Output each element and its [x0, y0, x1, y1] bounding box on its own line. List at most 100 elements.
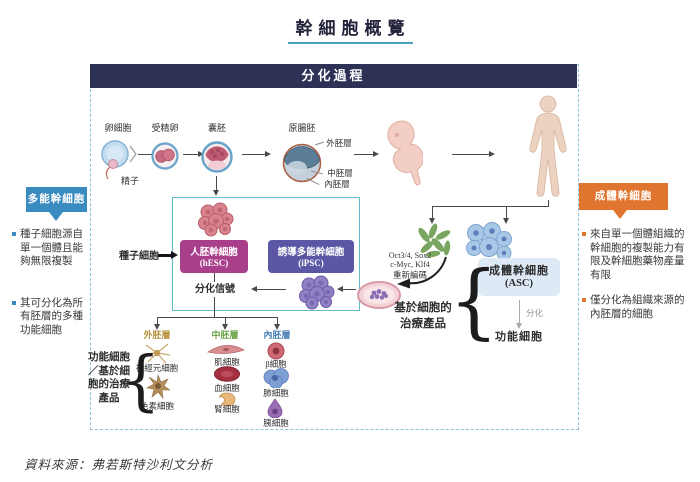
arrow-seed-cells [158, 251, 178, 258]
blastocyst-icon [201, 141, 233, 173]
arrow-blastocyst-to-hesc [213, 176, 219, 196]
pancreas-cell-icon [267, 398, 283, 418]
zygote-label: 受精卵 [151, 123, 179, 133]
neuron-cell-icon [143, 343, 171, 364]
beta-cell-label: β細胞 [265, 359, 287, 369]
gastrula-mesoderm-label: 中胚層 [327, 168, 353, 178]
pluripotent-tag-pointer [49, 212, 63, 221]
fetus-icon [387, 120, 423, 186]
adult-tag: 成體幹細胞 [579, 183, 668, 210]
gastrula-icon [282, 143, 322, 183]
asc-abbr: (ASC) [505, 278, 533, 289]
sperm-icon [105, 159, 118, 180]
blood-cell-icon [214, 366, 240, 382]
ectoderm-header: 外胚層 [143, 330, 171, 340]
mesoderm-header: 中胚層 [211, 330, 239, 340]
pancreas-cell-label: 胰細胞 [263, 418, 289, 428]
page-title-wrap: 幹細胞概覽 [0, 14, 700, 44]
arrow-to-ectoderm [154, 317, 160, 330]
muscle-cell-label: 肌細胞 [214, 357, 240, 367]
kidney-cell-label: 腎細胞 [214, 404, 240, 414]
sperm-label: 精子 [120, 176, 139, 186]
hesc-name: 人胚幹細胞 [190, 248, 238, 258]
hesc-cells-icon [198, 202, 234, 237]
merge-chevron-icon [129, 145, 137, 163]
line-hesc-to-signal [214, 273, 215, 282]
arrow-to-mesoderm [222, 317, 228, 330]
egg-icon [101, 140, 129, 168]
arrow-ipsc-cells-to-signal [251, 286, 286, 292]
pluripotent-tag: 多能幹細胞 [26, 187, 87, 212]
arrow-zygote-to-blastocyst [183, 151, 204, 157]
asc-name: 成體幹細胞 [489, 265, 549, 277]
gastrula-ectoderm-label: 外胚層 [326, 138, 352, 148]
bullet-item: 來自單一個體組織的幹細胞的複製能力有限及幹細胞藥物產量有限 [582, 228, 694, 282]
hesc-abbr: (hESC) [199, 258, 229, 268]
endoderm-header: 內胚層 [263, 330, 291, 340]
neuron-cell-label: 神經元細胞 [135, 363, 179, 373]
differentiation-signal-label: 分化信號 [195, 284, 235, 295]
blastocyst-label: 囊胚 [207, 123, 226, 133]
brace-functional-cells: { [121, 342, 161, 419]
human-icon [529, 95, 567, 197]
bullet-text: 種子細胞源自單一個體且能夠無限複製 [20, 229, 83, 267]
line-signal-down [214, 297, 215, 317]
arrow-fetus-to-human [452, 151, 495, 157]
source-note: 資料來源：弗若斯特沙利文分析 [24, 458, 214, 472]
arrow-petri-to-ipsc-cells [337, 286, 356, 292]
seed-cells-label: 種子細胞 [119, 251, 159, 262]
somatic-cells-icon [418, 223, 451, 258]
ipsc-cells-icon [299, 275, 335, 310]
line-human-branch [432, 206, 549, 207]
ipsc-box: 誘導多能幹細胞 (iPSC) [268, 240, 354, 273]
pluripotent-bullets: 種子細胞源自單一個體且能夠無限複製 其可分化為所有胚層的多種功能細胞 [12, 228, 90, 337]
differentiation-label: 分化 [526, 308, 544, 318]
therapy-products-label: 基於細胞的治療產品 [394, 302, 452, 330]
adult-tag-pointer [613, 210, 627, 219]
bullet-square-icon [582, 298, 586, 302]
arrow-to-somatic-cells [429, 206, 435, 224]
bullet-text: 其可分化為所有胚層的多種功能細胞 [20, 297, 83, 336]
reprogram-line2: c-Myc, Klf4 [390, 260, 430, 269]
arrow-to-endoderm [274, 317, 280, 330]
reprogram-factors: Oct3/4, Sox2 c-Myc, Klf4 重新編碼 [374, 251, 446, 281]
arrow-blastocyst-to-gastrula [242, 151, 271, 157]
pigment-cell-label: 色素細胞 [139, 401, 174, 411]
bullet-text: 來自單一個體組織的幹細胞的複製能力有限及幹細胞藥物產量有限 [590, 229, 685, 281]
functional-cells-label: 功能細胞 [495, 331, 543, 343]
petri-dish-icon [357, 281, 401, 309]
egg-label: 卵細胞 [104, 123, 132, 133]
bullet-square-icon [12, 232, 16, 236]
box-header: 分化過程 [90, 64, 577, 88]
arrow-gastrula-to-fetus [354, 151, 379, 157]
gastrula-label: 原腸胚 [288, 123, 316, 133]
adult-stem-cells-icon [466, 222, 512, 261]
kidney-cell-icon [218, 392, 236, 407]
bullet-text: 僅分化為組織來源的內胚層的細胞 [590, 295, 685, 320]
arrow-to-adult-stem-cells [503, 206, 509, 224]
blood-cell-label: 血細胞 [214, 383, 240, 393]
adult-bullets: 來自單一個體組織的幹細胞的複製能力有限及幹細胞藥物產量有限 僅分化為組織來源的內… [582, 228, 694, 321]
asc-box: 成體幹細胞 (ASC) [478, 258, 560, 296]
line-germ-branch [157, 317, 277, 318]
reprogram-line1: Oct3/4, Sox2 [388, 251, 432, 260]
bullet-square-icon [12, 300, 16, 305]
beta-cell-icon [267, 342, 285, 360]
ipsc-name: 誘導多能幹細胞 [277, 248, 345, 258]
line-human-down [548, 200, 549, 206]
page-title: 幹細胞概覽 [287, 14, 413, 44]
bullet-square-icon [582, 232, 586, 236]
hesc-box: 人胚幹細胞 (hESC) [180, 240, 248, 273]
pigment-cell-icon [146, 374, 170, 399]
lung-cell-label: 肺細胞 [263, 388, 289, 398]
gastrula-endoderm-label: 內胚層 [324, 179, 350, 189]
brace-therapy-products: { [449, 253, 499, 349]
muscle-cell-icon [207, 345, 245, 354]
zygote-icon [151, 142, 179, 170]
bullet-item: 僅分化為組織來源的內胚層的細胞 [582, 294, 694, 321]
lung-cell-icon [263, 368, 289, 388]
arrow-reprogramming [397, 256, 447, 289]
reprogram-line3: 重新編碼 [392, 270, 427, 280]
arrow-asc-differentiation [516, 300, 522, 329]
